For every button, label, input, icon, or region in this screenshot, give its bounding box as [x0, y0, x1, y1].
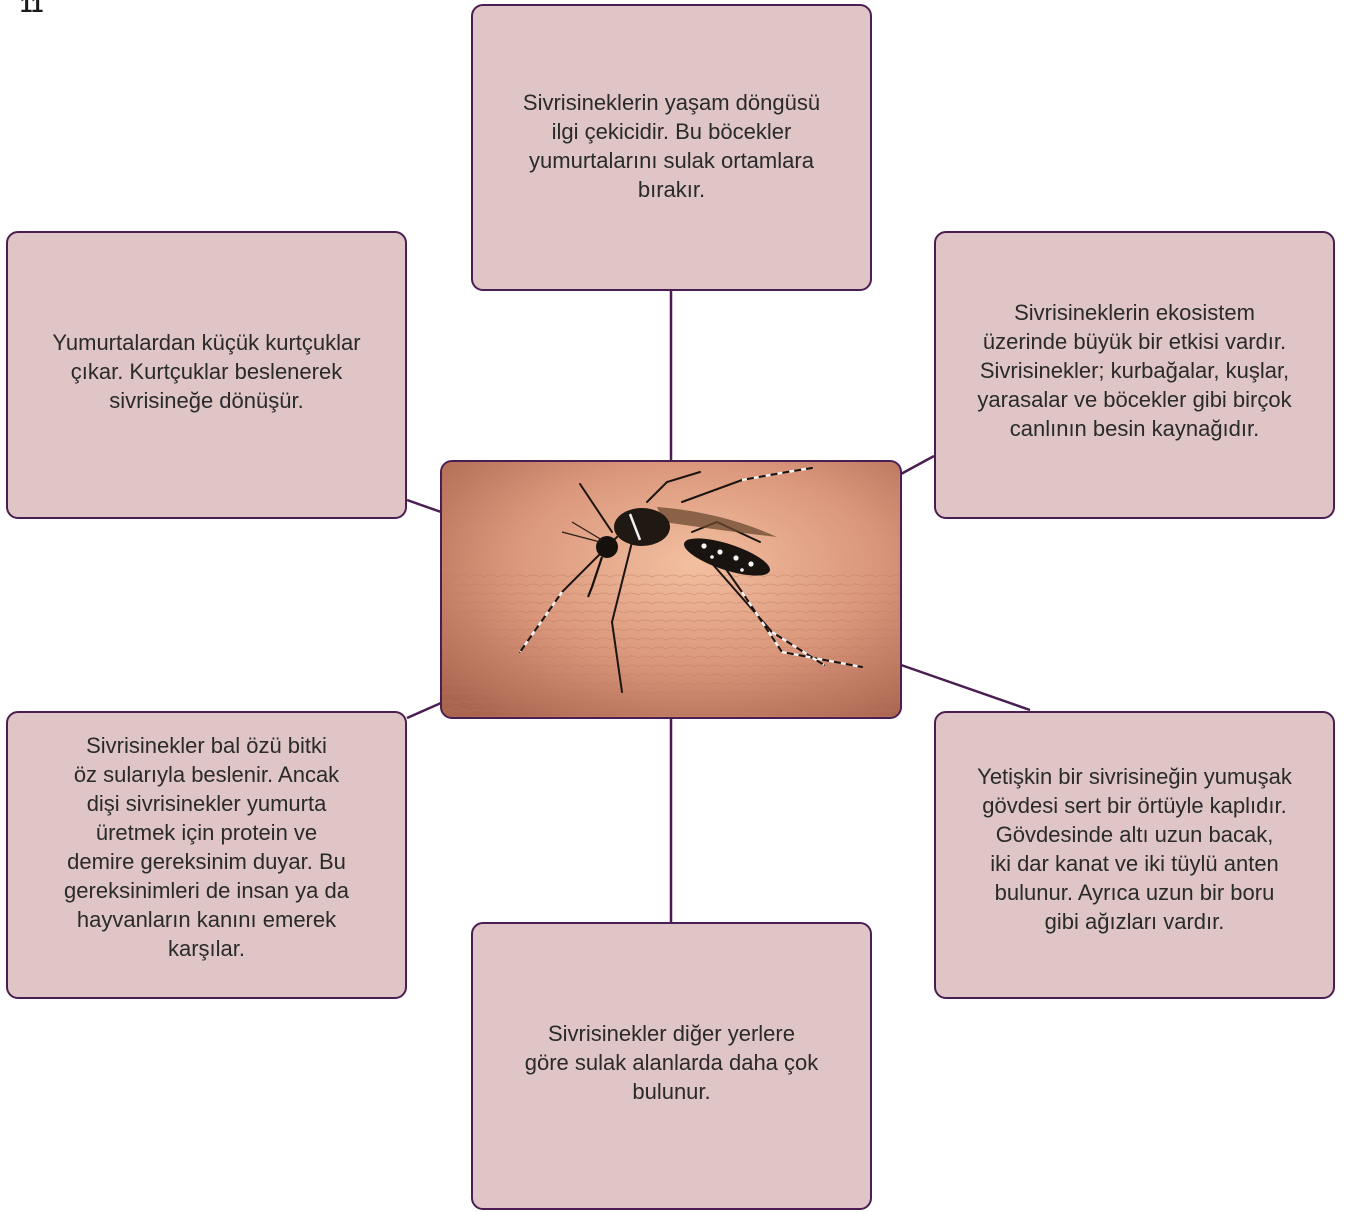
mosquito-thorax: [614, 508, 670, 546]
info-text-anatomy: Yetişkin bir sivrisineğin yumuşak gövdes…: [977, 762, 1292, 936]
info-box-feeding: Sivrisinekler bal özü bitki öz sularıyla…: [6, 711, 407, 999]
info-box-larvae: Yumurtalardan küçük kurtçuklar çıkar. Ku…: [6, 231, 407, 519]
info-text-ecosystem: Sivrisineklerin ekosistem üzerinde büyük…: [977, 298, 1291, 443]
info-text-life-cycle: Sivrisineklerin yaşam döngüsü ilgi çekic…: [523, 88, 820, 204]
connector-right-lower: [901, 665, 1030, 710]
mosquito-illustration: [442, 462, 899, 716]
info-text-habitat: Sivrisinekler diğer yerlere göre sulak a…: [525, 1019, 819, 1106]
info-box-habitat: Sivrisinekler diğer yerlere göre sulak a…: [471, 922, 872, 1210]
info-box-ecosystem: Sivrisineklerin ekosistem üzerinde büyük…: [934, 231, 1335, 519]
connector-left-upper: [407, 500, 441, 512]
mosquito-photo: [440, 460, 902, 719]
info-text-larvae: Yumurtalardan küçük kurtçuklar çıkar. Ku…: [52, 328, 360, 415]
info-text-feeding: Sivrisinekler bal özü bitki öz sularıyla…: [64, 731, 349, 963]
connector-left-lower: [407, 703, 441, 718]
connector-right-upper: [901, 456, 934, 474]
info-box-life-cycle: Sivrisineklerin yaşam döngüsü ilgi çekic…: [471, 4, 872, 291]
mosquito-head: [596, 536, 618, 558]
info-box-anatomy: Yetişkin bir sivrisineğin yumuşak gövdes…: [934, 711, 1335, 999]
